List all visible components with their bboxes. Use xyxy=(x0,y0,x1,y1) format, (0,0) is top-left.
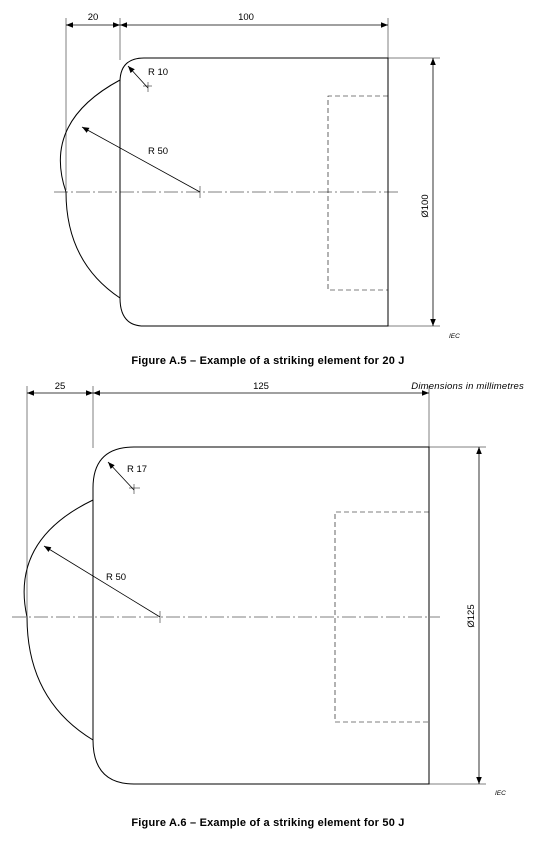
figure-a6-caption: Figure A.6 – Example of a striking eleme… xyxy=(131,817,405,829)
iec-mark: IEC xyxy=(495,790,506,797)
dimension-label-100: 100 xyxy=(238,12,254,23)
radius-leader-large xyxy=(43,545,161,618)
striking-element-body xyxy=(119,57,389,327)
striking-element-body xyxy=(92,446,430,785)
hidden-bore xyxy=(327,95,388,291)
figure-a6-drawing: 25 125 R 17 R 50 Ø125 IEC xyxy=(12,381,506,797)
radius-label-small: R 10 xyxy=(148,67,168,78)
radius-leader-small xyxy=(107,461,135,491)
radius-leader-small xyxy=(127,65,149,89)
figure-a5-caption: Figure A.5 – Example of a striking eleme… xyxy=(131,355,405,367)
dimension-label-125: 125 xyxy=(253,381,269,392)
radius-leader-large xyxy=(81,126,201,193)
radius-label-small: R 17 xyxy=(127,464,147,475)
dimension-label-20: 20 xyxy=(88,12,99,23)
striking-element-nose xyxy=(59,79,121,299)
dimension-label-25: 25 xyxy=(55,381,66,392)
radius-label-large: R 50 xyxy=(148,146,168,157)
figure-a5-drawing: 20 100 R 10 R 50 Ø100 IEC xyxy=(54,12,460,340)
diameter-label: Ø100 xyxy=(420,194,431,217)
iec-mark: IEC xyxy=(449,333,460,340)
radius-label-large: R 50 xyxy=(106,572,126,583)
units-note: Dimensions in millimetres xyxy=(411,381,524,392)
striking-element-nose xyxy=(23,499,94,741)
diameter-label: Ø125 xyxy=(466,604,477,627)
